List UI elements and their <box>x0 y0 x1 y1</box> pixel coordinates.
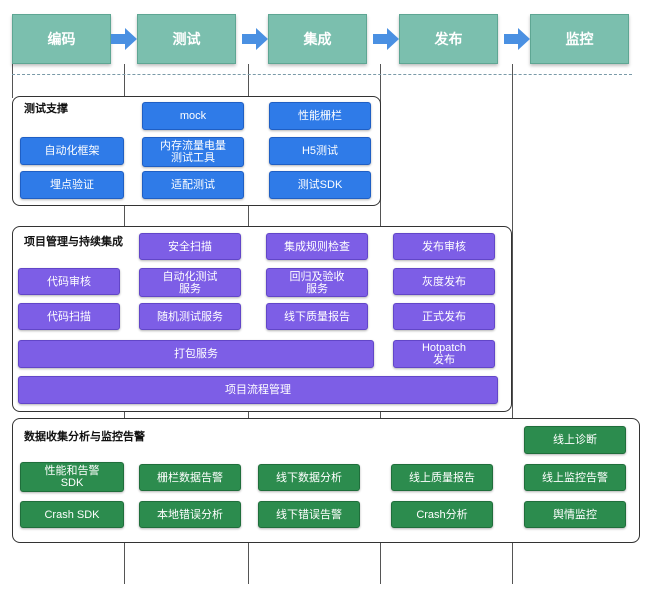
box-perf-alert-sdk: 性能和告警 SDK <box>20 462 124 492</box>
stage-monitoring: 监控 <box>530 14 629 64</box>
box-tracking-verify: 埋点验证 <box>20 171 124 199</box>
box-online-quality-report: 线上质量报告 <box>391 464 493 491</box>
stage-coding: 编码 <box>12 14 111 64</box>
box-public-opinion-monitor: 舆情监控 <box>524 501 626 528</box>
box-project-flow-management: 项目流程管理 <box>18 376 498 404</box>
box-offline-quality-report: 线下质量报告 <box>266 303 368 330</box>
stage-release: 发布 <box>399 14 498 64</box>
box-offline-error-alert: 线下错误告警 <box>258 501 360 528</box>
box-resource-test-tools: 内存流量电量 测试工具 <box>142 137 244 167</box>
stage-testing: 测试 <box>137 14 236 64</box>
panel-title: 数据收集分析与监控告警 <box>24 431 145 443</box>
panel-title: 测试支撑 <box>24 103 68 115</box>
box-performance-fence: 性能栅栏 <box>269 102 371 130</box>
arrow-right-icon <box>111 28 137 50</box>
box-packaging-service: 打包服务 <box>18 340 374 368</box>
box-official-release: 正式发布 <box>393 303 495 330</box>
box-offline-data-analysis: 线下数据分析 <box>258 464 360 491</box>
stage-separator <box>12 74 632 75</box>
box-crash-sdk: Crash SDK <box>20 501 124 528</box>
box-gray-release: 灰度发布 <box>393 268 495 295</box>
box-mock: mock <box>142 102 244 130</box>
arrow-right-icon <box>504 28 530 50</box>
box-auto-test-service: 自动化测试 服务 <box>139 268 241 297</box>
box-random-test-service: 随机测试服务 <box>139 303 241 330</box>
box-local-error-analysis: 本地错误分析 <box>139 501 241 528</box>
arrow-right-icon <box>242 28 268 50</box>
box-fence-data-alert: 栅栏数据告警 <box>139 464 241 491</box>
panel-title: 项目管理与持续集成 <box>24 236 123 248</box>
box-crash-analysis: Crash分析 <box>391 501 493 528</box>
box-regression-service: 回归及验收 服务 <box>266 268 368 297</box>
box-hotpatch-release: Hotpatch 发布 <box>393 340 495 368</box>
box-online-diagnosis: 线上诊断 <box>524 426 626 454</box>
box-automation-framework: 自动化框架 <box>20 137 124 165</box>
box-integration-rules: 集成规则检查 <box>266 233 368 260</box>
box-release-review: 发布审核 <box>393 233 495 260</box>
arrow-right-icon <box>373 28 399 50</box>
box-security-scan: 安全扫描 <box>139 233 241 260</box>
stage-integration: 集成 <box>268 14 367 64</box>
box-adaptation-test: 适配测试 <box>142 171 244 199</box>
box-online-monitor-alert: 线上监控告警 <box>524 464 626 491</box>
box-h5-test: H5测试 <box>269 137 371 165</box>
box-test-sdk: 测试SDK <box>269 171 371 199</box>
box-code-scan: 代码扫描 <box>18 303 120 330</box>
column-divider <box>12 64 13 98</box>
box-code-review: 代码审核 <box>18 268 120 295</box>
column-divider <box>512 64 513 584</box>
